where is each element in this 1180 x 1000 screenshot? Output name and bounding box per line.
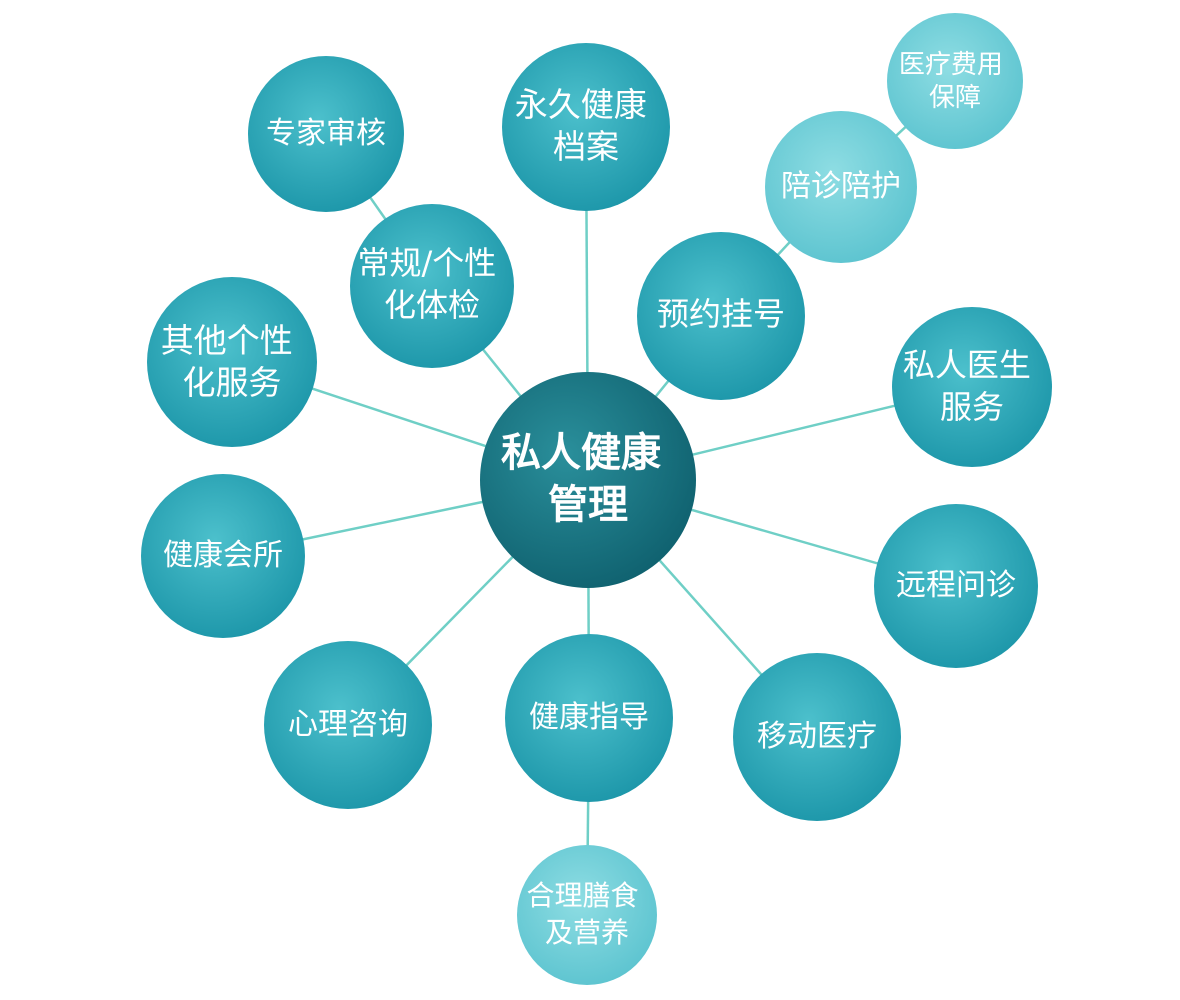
node-label-yongjiu-jiankang-dangan: 永久健康 档案 [515, 85, 658, 166]
node-circle-jiankang-zhidao [505, 634, 673, 802]
node-circle-zhuanjia-shenhe [248, 56, 404, 212]
node-circle-qita-gexinghua-fuwu [147, 277, 317, 447]
node-circle-yiliao-feiyong [887, 13, 1023, 149]
node-circle-siren-yisheng [892, 307, 1052, 467]
node-label-jiankang-zhidao: 健康指导 [529, 700, 649, 735]
node-circle-jiankang-huisuo [141, 474, 305, 638]
node-circle-yuancheng-wenzhen [874, 504, 1038, 668]
topic-nodes [141, 13, 1052, 985]
node-label-qita-gexinghua-fuwu: 其他个性 化服务 [161, 321, 304, 402]
center-label: 私人健康 管理 [501, 430, 675, 528]
center-circle [480, 372, 696, 588]
node-label-heli-shanshi: 合理膳食 及营养 [527, 879, 648, 949]
node-label-jiankang-huisuo: 健康会所 [163, 538, 283, 573]
node-label-peizhen-peihu: 陪诊陪护 [781, 169, 901, 204]
node-label-changgui-tijian: 常规/个性 化体检 [358, 244, 507, 324]
node-label-xinli-zixun: 心理咨询 [288, 707, 408, 742]
node-label-zhuanjia-shenhe: 专家审核 [266, 116, 386, 151]
node-circle-yidong-yiliao [733, 653, 901, 821]
node-circle-changgui-tijian [350, 204, 514, 368]
node-label-yuyue-guahao: 预约挂号 [657, 295, 785, 333]
node-circle-peizhen-peihu [765, 111, 917, 263]
node-label-siren-yisheng: 私人医生 服务 [903, 346, 1041, 426]
node-circle-xinli-zixun [264, 641, 432, 809]
topic-labels: 永久健康 档案 专家审核 常规/个性 化体检 医疗费用 保障 陪诊陪护 预约挂号… [161, 50, 1041, 950]
node-label-yuancheng-wenzhen: 远程问诊 [896, 568, 1016, 603]
node-circle-yongjiu-jiankang-dangan [502, 43, 670, 211]
node-circle-heli-shanshi [517, 845, 657, 985]
node-label-yiliao-feiyong: 医疗费用 保障 [899, 50, 1011, 113]
node-circle-yuyue-guahao [637, 232, 805, 400]
node-label-yidong-yiliao: 移动医疗 [757, 719, 877, 754]
